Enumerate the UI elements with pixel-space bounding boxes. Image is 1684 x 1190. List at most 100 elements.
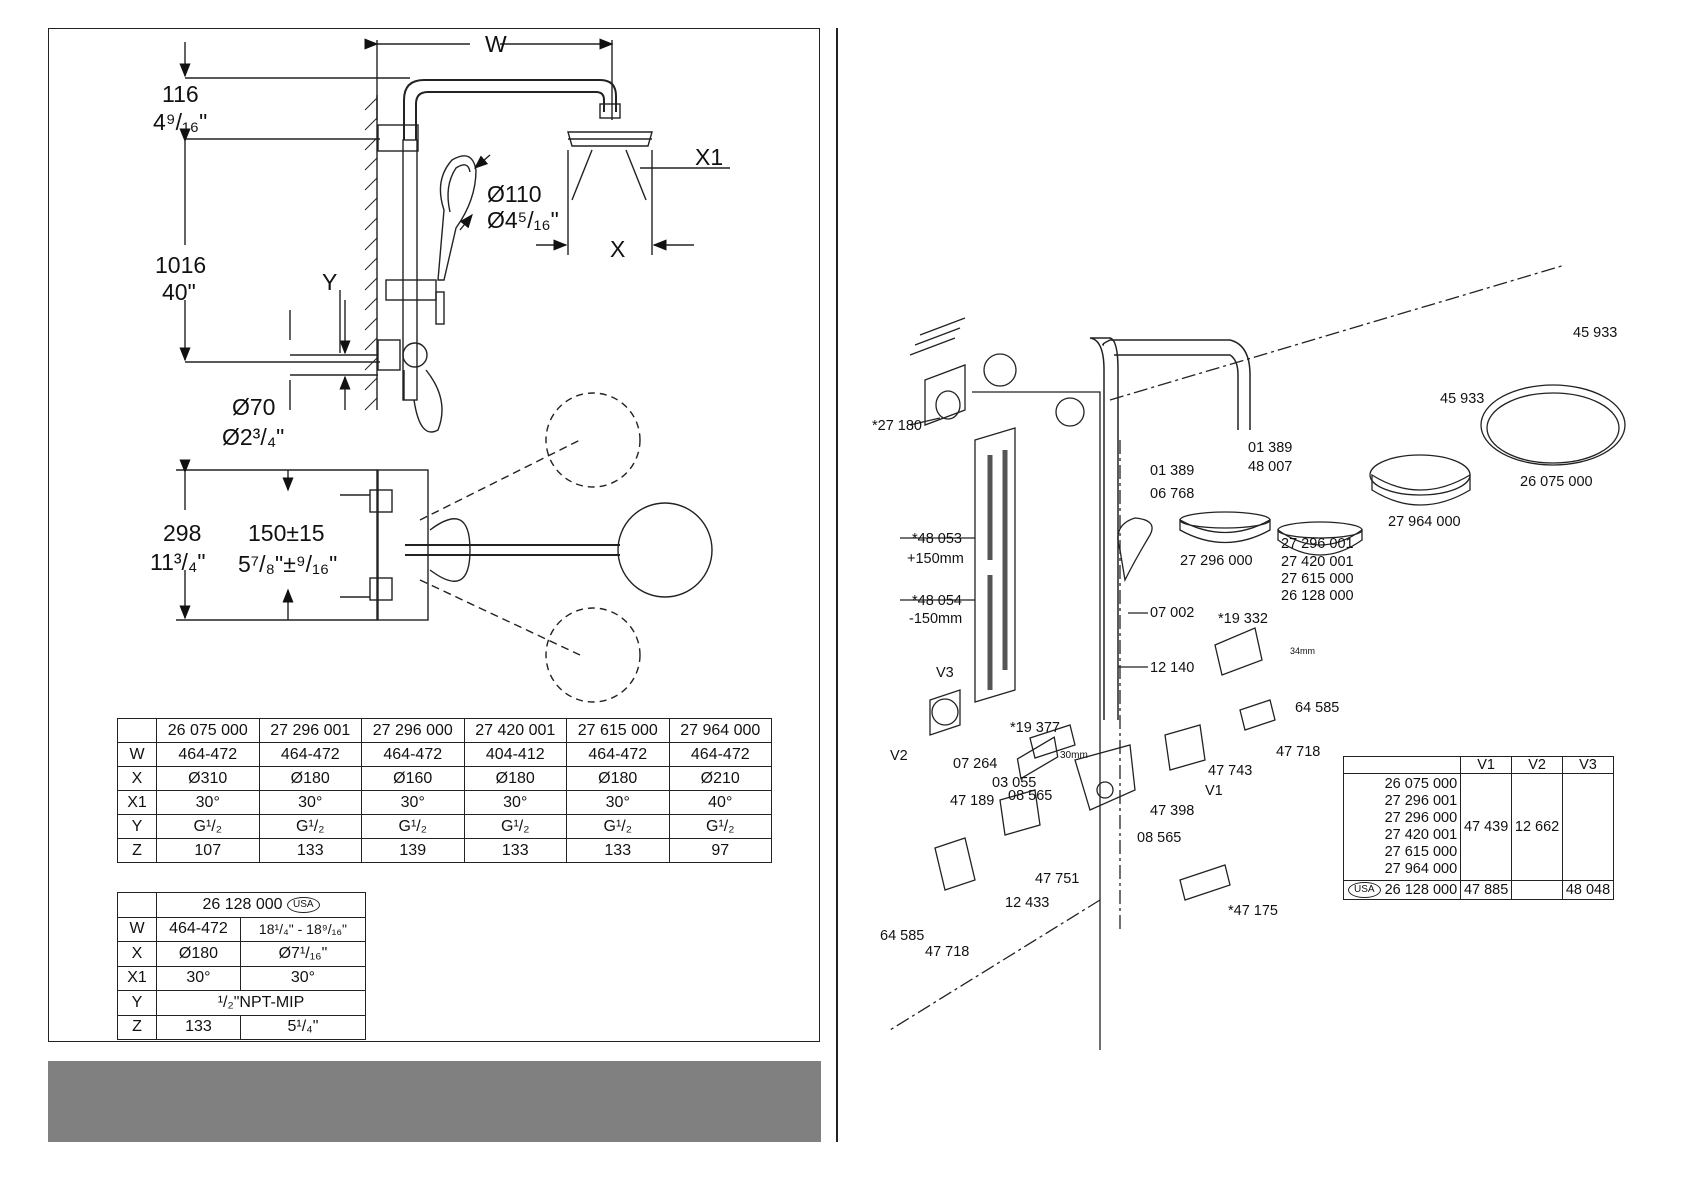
table-row: W 464-472 18¹/₄" - 18⁹/₁₆" [117, 916, 367, 942]
group-head-2: 27 420 001 [1281, 554, 1354, 570]
part-v2: V2 [890, 748, 908, 764]
part-12140: 12 140 [1150, 660, 1194, 676]
table-cell: Ø160 [361, 766, 465, 791]
header-cell: 27 964 000 [668, 718, 772, 743]
group-head-4: 26 128 000 [1281, 588, 1354, 604]
table-cell [1562, 773, 1614, 881]
table-cell: 133 [566, 838, 670, 863]
table-cell: 464-472 [566, 742, 670, 767]
table-row: X1 30° 30° [117, 965, 367, 991]
table-row: USA 26 128 000 47 885 48 048 [1342, 879, 1614, 901]
header-cell: V2 [1511, 756, 1564, 774]
dim-298: 298 [163, 520, 201, 546]
model-item: 27 296 001 [1384, 793, 1458, 809]
table-row: 26 075 000 27 296 001 27 296 000 27 420 … [1342, 773, 1614, 881]
table-cell: 30° [239, 965, 367, 991]
dim-1016-inch: 40" [162, 279, 196, 305]
table-row: Z 107 133 139 133 133 97 [117, 838, 772, 863]
table-cell: 133 [258, 838, 362, 863]
table-cell: 47 439 [1460, 773, 1513, 881]
part-45933-a: 45 933 [1573, 325, 1617, 341]
table-cell: Ø210 [668, 766, 772, 791]
dim-116: 116 [162, 81, 199, 107]
table-cell: 48 048 [1562, 879, 1614, 901]
dim-dia70-inch: Ø2³/₄" [222, 424, 284, 450]
table-row: Z 133 5¹/₄" [117, 1014, 367, 1040]
model-item: 27 296 000 [1384, 810, 1458, 826]
table-cell: G¹/₂ [566, 814, 670, 839]
table-cell: 133 [463, 838, 567, 863]
table-cell: USA 26 128 000 [1342, 879, 1462, 901]
part-47751: 47 751 [1035, 871, 1079, 887]
dim-w: W [485, 31, 507, 57]
dimension-panel [48, 28, 820, 1042]
table-cell: Ø180 [258, 766, 362, 791]
table-cell: 30° [463, 790, 567, 815]
part-07002: 07 002 [1150, 605, 1194, 621]
dim-298-inch: 11³/₄" [150, 549, 205, 575]
table-header-row: 26 075 000 27 296 001 27 296 000 27 420 … [117, 718, 772, 743]
dim-x: X [610, 236, 625, 262]
part-01389-b: 01 389 [1248, 440, 1292, 456]
part-v1: V1 [1205, 783, 1223, 799]
table-row: X1 30° 30° 30° 30° 30° 40° [117, 790, 772, 815]
model-item: 27 964 000 [1384, 861, 1458, 877]
dim-dia110-inch: Ø4⁵/₁₆" [487, 207, 559, 233]
table-cell: 107 [156, 838, 260, 863]
header-cell: V3 [1562, 756, 1614, 774]
part-48053: *48 053 [912, 531, 962, 547]
dim-116-inch: 4⁹/₁₆" [153, 109, 207, 135]
header-cell: 27 296 001 [258, 718, 362, 743]
part-06768: 06 768 [1150, 486, 1194, 502]
dim-1016: 1016 [155, 252, 206, 278]
model-item: 27 420 001 [1384, 827, 1458, 843]
part-47718-a: 47 718 [1276, 744, 1320, 760]
table-cell [1511, 879, 1564, 901]
table-cell: 97 [668, 838, 772, 863]
table-cell: G¹/₂ [668, 814, 772, 839]
table-row: Y ¹/₂"NPT-MIP [117, 990, 366, 1016]
part-45933-b: 45 933 [1440, 391, 1484, 407]
header-cell: 27 420 001 [463, 718, 567, 743]
header-cell: V1 [1460, 756, 1513, 774]
row-label: X1 [117, 790, 157, 815]
footer-bar [48, 1061, 821, 1142]
part-08565-a: 08 565 [1008, 788, 1052, 804]
spec-table: 26 075 000 27 296 001 27 296 000 27 420 … [117, 718, 772, 863]
row-label: X [117, 941, 157, 967]
part-08565-b: 08 565 [1137, 830, 1181, 846]
table-cell: 133 [156, 1014, 241, 1040]
row-label: X1 [117, 965, 157, 991]
part-47398: 47 398 [1150, 803, 1194, 819]
part-19377: *19 377 [1010, 720, 1060, 736]
usa-badge: USA [286, 896, 320, 913]
part-48053-offset: +150mm [907, 551, 964, 567]
usa-badge: USA [1347, 882, 1381, 899]
dim-150-inch: 5⁷/₈"±⁹/₁₆" [238, 551, 337, 577]
part-27964000: 27 964 000 [1388, 514, 1461, 530]
dim-x1: X1 [695, 144, 723, 170]
group-head-3: 27 615 000 [1281, 571, 1354, 587]
dim-150: 150±15 [248, 520, 325, 546]
usa-model: 26 128 000 [202, 895, 283, 913]
table-cell: 30° [156, 965, 241, 991]
part-v3: V3 [936, 665, 954, 681]
row-label: Z [117, 1014, 157, 1040]
table-cell: 464-472 [258, 742, 362, 767]
table-cell: 12 662 [1511, 773, 1564, 881]
part-30mm: 30mm [1060, 750, 1088, 761]
dim-y: Y [322, 269, 337, 295]
table-row: X Ø310 Ø180 Ø160 Ø180 Ø180 Ø210 [117, 766, 772, 791]
parts-table: V1 V2 V3 26 075 000 27 296 001 27 296 00… [1342, 756, 1614, 901]
table-cell: 47 885 [1460, 879, 1513, 901]
table-row: Y G¹/₂ G¹/₂ G¹/₂ G¹/₂ G¹/₂ G¹/₂ [117, 814, 772, 839]
table-cell: Ø7¹/₁₆" [239, 941, 367, 967]
dim-dia110: Ø110 [487, 181, 542, 207]
dim-dia70: Ø70 [232, 394, 275, 420]
part-27180: *27 180 [872, 418, 922, 434]
table-cell: 30° [258, 790, 362, 815]
part-48054-offset: -150mm [909, 611, 962, 627]
model-item: 27 615 000 [1384, 844, 1458, 860]
row-label: W [117, 742, 157, 767]
